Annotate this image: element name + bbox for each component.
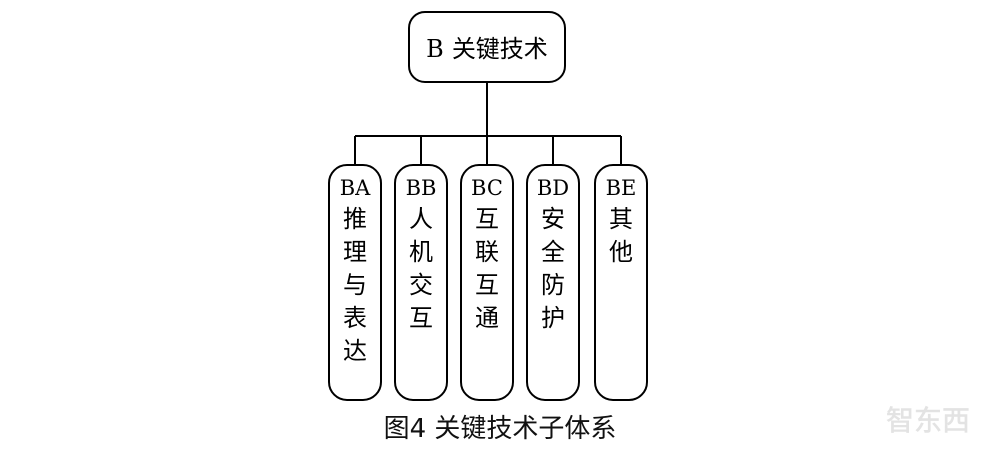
- child-node-code: BD: [537, 176, 569, 200]
- child-node: BA 推理与表达: [328, 164, 382, 401]
- child-node-code: BA: [340, 176, 371, 200]
- watermark-text: 智东西: [886, 404, 970, 437]
- child-node-label: 人机交互: [409, 205, 433, 332]
- watermark-logo: 智东西: [886, 404, 971, 438]
- child-node-box: [526, 164, 580, 401]
- root-node-label: B 关键技术: [426, 35, 548, 63]
- child-nodes: BA 推理与表达 BB 人机交互 BC 互联互通 BD 安全防护 BE 其他: [328, 164, 648, 401]
- root-node-box: [408, 11, 566, 83]
- child-node-code: BB: [406, 176, 437, 200]
- child-node-code: BE: [606, 176, 637, 200]
- child-node-label: 互联互通: [475, 205, 499, 332]
- child-node: BE 其他: [594, 164, 648, 401]
- child-node-box: [328, 164, 382, 401]
- child-node-box: [394, 164, 448, 401]
- child-node-label: 安全防护: [541, 205, 565, 332]
- child-node-box: [460, 164, 514, 401]
- child-node: BB 人机交互: [394, 164, 448, 401]
- root-node-code: B: [426, 35, 444, 63]
- child-node-box: [594, 164, 648, 401]
- child-node-code: BC: [471, 176, 503, 200]
- child-node: BC 互联互通: [460, 164, 514, 401]
- connector-lines: [354, 82, 622, 165]
- child-node-label: 其他: [609, 205, 633, 266]
- child-node-label: 推理与表达: [343, 205, 367, 365]
- root-node-title: 关键技术: [452, 35, 548, 63]
- child-node: BD 安全防护: [526, 164, 580, 401]
- root-node: B 关键技术: [408, 11, 566, 83]
- figure-caption: 图4 关键技术子体系: [383, 414, 617, 444]
